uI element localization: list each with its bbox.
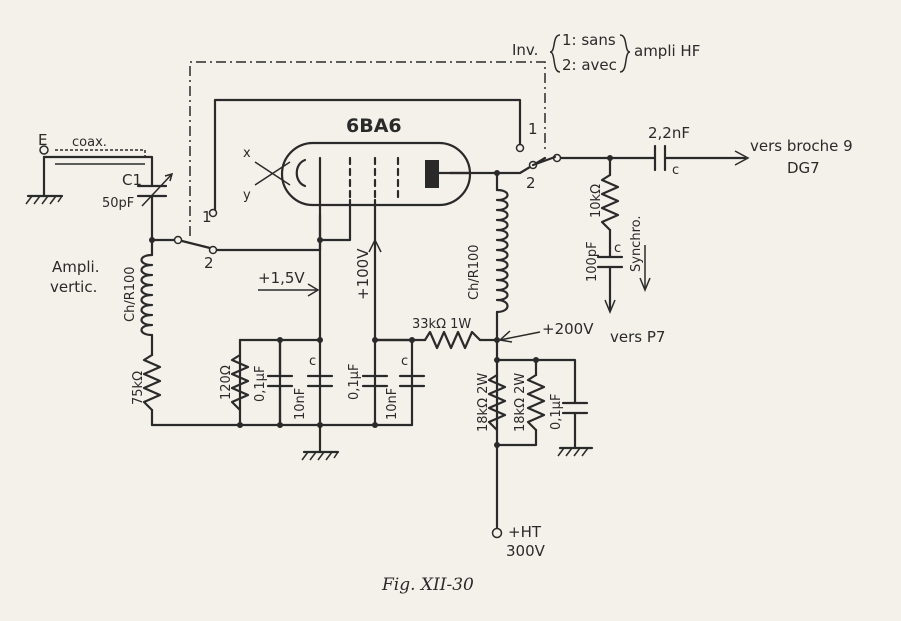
ht-terminal [491,527,503,539]
variable-capacitor-c1 [136,172,174,210]
input-terminal-label: E [38,131,47,149]
dg7-label: DG7 [787,159,820,177]
r18k-a-label: 18kΩ 2W [476,373,491,432]
left-brace [549,34,561,73]
ground-symbol [25,194,64,205]
r10k-label: 10kΩ [589,184,604,218]
ht-voltage-label: 300V [506,542,546,560]
resistor-18k-a [487,373,507,432]
c-mark-a: c [309,354,316,369]
resistor-33k [423,330,482,350]
switch-opt1: 1: sans [562,31,616,49]
capacitor-01uf-b [361,374,389,388]
vers-p7-label: vers P7 [610,328,665,346]
ampli-label-line1: Ampli. [52,258,100,276]
c1-value: 50pF [102,196,134,211]
resistor-120 [230,353,250,412]
c22n-label: 2,2nF [648,124,690,142]
synchro-label: Synchro. [629,216,644,273]
resistor-75k [142,353,162,412]
v15-label: +1,5V [258,269,305,287]
heater-x-label: x [243,146,251,161]
r75k-label: 75kΩ [131,371,146,405]
capacitor-22nf [653,144,677,172]
resistor-18k-b [526,373,546,432]
switch-inv-label: Inv. [512,41,538,59]
c-mark-d: c [672,163,679,178]
c-mark-c: c [614,241,621,256]
v200-label: +200V [542,320,594,338]
c01a-label: 0,1µF [253,366,268,402]
vacuum-tube-6ba6 [254,141,472,207]
capacitor-10nf-a [306,374,334,388]
right-brace [619,34,631,73]
ground-symbol [557,446,594,457]
choke-coil-right [495,188,509,314]
choke-right-label: Ch/R100 [467,244,482,300]
capacitor-01uf-c [561,393,589,422]
capacitor-100pf [596,253,624,282]
ampli-label-line2: vertic. [50,278,97,296]
switch-ampli-label: ampli HF [634,42,700,60]
resistor-10k [600,173,620,232]
c01c-label: 0,1µF [549,394,564,430]
sw-right-pos1: 1 [528,120,538,138]
r33k-label: 33kΩ 1W [412,317,471,332]
sw-left-pos1: 1 [202,208,212,226]
sw-left-pos2: 2 [204,254,214,272]
ht-label: +HT [508,523,542,541]
switch-linkage [189,61,546,236]
capacitor-10nf-b [398,374,426,388]
choke-left-label: Ch/R100 [123,266,138,322]
figure-caption: Fig. XII-30 [381,575,474,595]
switch-opt2: 2: avec [562,56,617,74]
tube-name: 6BA6 [346,115,402,137]
sw-right-pos2: 2 [526,174,536,192]
v100-label: +100V [354,248,372,300]
capacitor-01uf-a [266,338,294,427]
vers-broche-label: vers broche 9 [750,137,853,155]
input-terminal [39,145,49,155]
coax-label: coax. [72,135,107,150]
r18k-b-label: 18kΩ 2W [513,373,528,432]
c10na-label: 10nF [293,388,308,420]
heater-y-label: y [243,188,251,203]
c1-name: C1 [122,171,142,189]
choke-coil-left [140,253,154,337]
wiring [42,98,750,530]
c01b-label: 0,1µF [347,364,362,400]
c10nb-label: 10nF [385,388,400,420]
r120-label: 120Ω [219,365,234,400]
c-mark-b: c [401,354,408,369]
ground-symbol [301,423,340,461]
c100p-label: 100pF [585,241,600,282]
